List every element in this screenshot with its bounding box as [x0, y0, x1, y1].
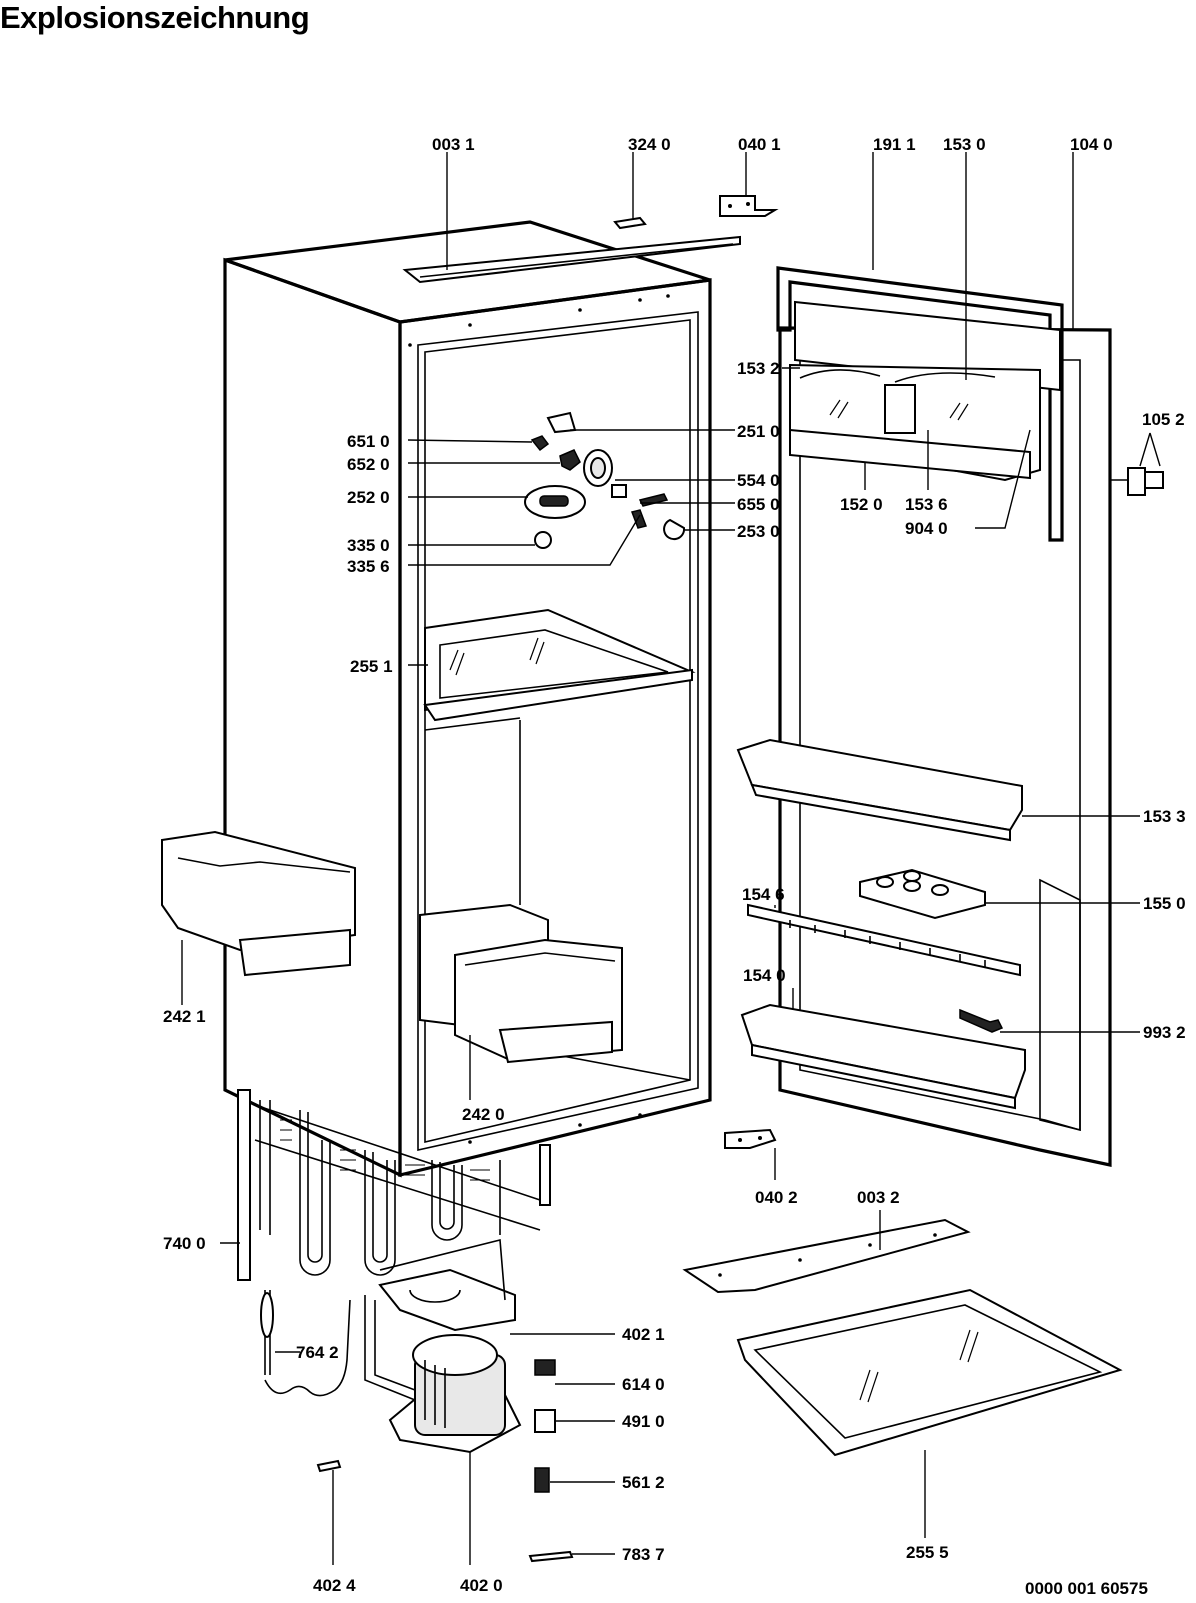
thermostat-cluster: [524, 411, 686, 549]
clip-324: [613, 216, 647, 230]
label-191-1: 191 1: [873, 135, 916, 154]
label-614-0: 614 0: [622, 1375, 665, 1394]
label-154-6: 154 6: [742, 885, 785, 904]
glass-shelf-upper: [423, 608, 696, 722]
label-040-1: 040 1: [738, 135, 781, 154]
door-shelf-upper: [736, 738, 1023, 842]
label-255-1: 255 1: [350, 657, 393, 676]
glass-shelf-lower: [736, 1288, 1123, 1457]
label-402-0: 402 0: [460, 1576, 503, 1595]
label-335-0: 335 0: [347, 536, 390, 555]
cabinet-body: [223, 220, 712, 1178]
label-561-2: 561 2: [622, 1473, 665, 1492]
door-seal: [776, 266, 1064, 542]
label-255-5: 255 5: [906, 1543, 949, 1562]
label-003-2: 003 2: [857, 1188, 900, 1207]
spring-993: [959, 1008, 1004, 1033]
label-104-0: 104 0: [1070, 135, 1113, 154]
label-904-0: 904 0: [905, 519, 948, 538]
hinge-top: [719, 195, 779, 217]
label-402-1: 402 1: [622, 1325, 665, 1344]
label-652-0: 652 0: [347, 455, 390, 474]
label-152-0: 152 0: [840, 495, 883, 514]
bottom-cover-strip: [682, 1218, 971, 1294]
top-cover-strip: [402, 235, 741, 284]
butter-compartment: [789, 300, 1061, 482]
label-491-0: 491 0: [622, 1412, 665, 1431]
label-993-2: 993 2: [1143, 1023, 1186, 1042]
clip-402-4: [316, 1459, 342, 1473]
label-153-6: 153 6: [905, 495, 948, 514]
door-handle-bracket: [1110, 467, 1164, 496]
label-155-0: 155 0: [1143, 894, 1186, 913]
capacitor-491: [534, 1409, 556, 1433]
label-402-4: 402 4: [313, 1576, 356, 1595]
connector-561: [534, 1467, 550, 1493]
crisper-front: [454, 938, 623, 1064]
relay-614: [534, 1359, 556, 1376]
label-253-0: 253 0: [737, 522, 780, 541]
label-242-1: 242 1: [163, 1007, 206, 1026]
label-651-0: 651 0: [347, 432, 390, 451]
capillary-tube: [260, 1290, 351, 1397]
label-251-0: 251 0: [737, 422, 780, 441]
egg-tray: [859, 868, 986, 920]
drawing-number: 0000 001 60575: [1025, 1579, 1148, 1598]
door-shelf-lower: [740, 1003, 1026, 1110]
compressor: [388, 1334, 522, 1454]
label-764-2: 764 2: [296, 1343, 339, 1362]
frame-screws: [408, 294, 670, 1144]
label-554-0: 554 0: [737, 471, 780, 490]
side-bin: [161, 830, 356, 977]
label-242-0: 242 0: [462, 1105, 505, 1124]
label-003-1: 003 1: [432, 135, 475, 154]
compressor-bracket: [378, 1268, 516, 1332]
label-740-0: 740 0: [163, 1234, 206, 1253]
label-655-0: 655 0: [737, 495, 780, 514]
page-title: Explosionszeichnung: [0, 0, 310, 35]
label-153-0: 153 0: [943, 135, 986, 154]
label-154-0: 154 0: [743, 966, 786, 985]
label-105-2: 105 2: [1142, 410, 1185, 429]
hinge-bottom: [724, 1128, 777, 1149]
label-335-6: 335 6: [347, 557, 390, 576]
label-153-2: 153 2: [737, 359, 780, 378]
label-324-0: 324 0: [628, 135, 671, 154]
label-252-0: 252 0: [347, 488, 390, 507]
bottle-rail: [747, 903, 1021, 977]
part-labels: 003 1 324 0 040 1 191 1 153 0 104 0 153 …: [163, 135, 1186, 1598]
pin-783-7: [528, 1550, 574, 1563]
label-153-3: 153 3: [1143, 807, 1186, 826]
leader-lines: [181, 152, 1161, 1565]
suction-tube: [364, 1238, 506, 1401]
condenser-coil: [237, 1089, 551, 1281]
label-040-2: 040 2: [755, 1188, 798, 1207]
label-783-7: 783 7: [622, 1545, 665, 1564]
